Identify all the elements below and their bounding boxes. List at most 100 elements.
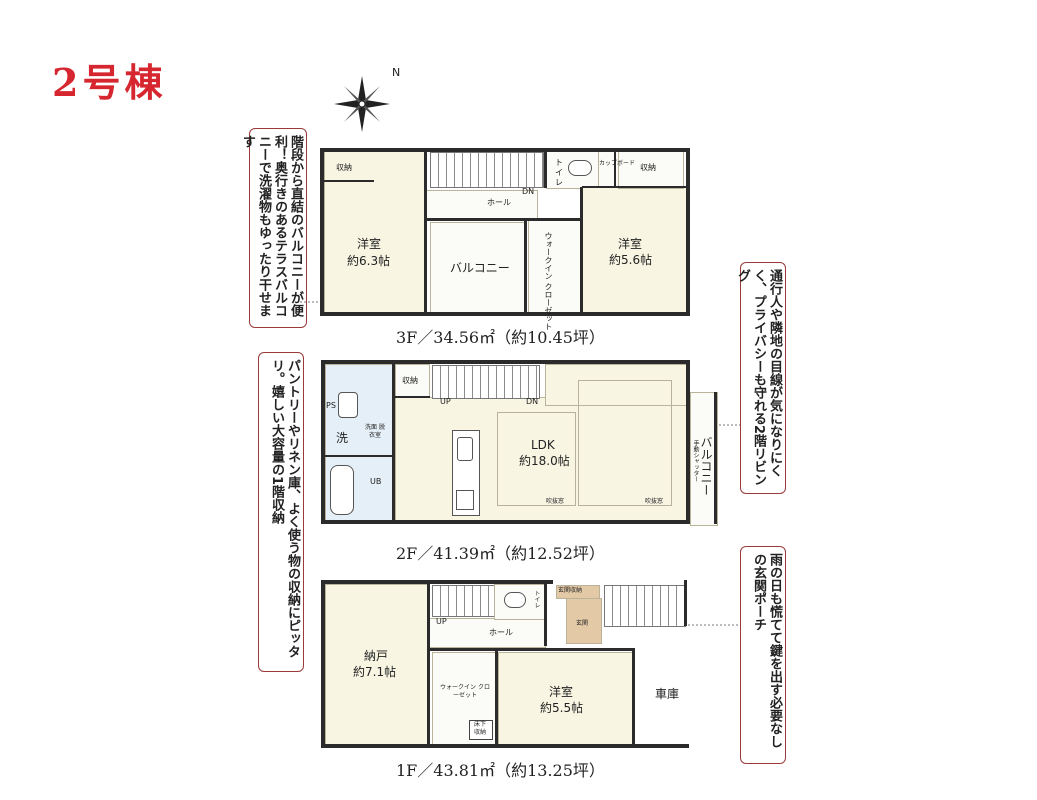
f2-stove-icon xyxy=(456,490,474,510)
f3-cupboard-label: カップボード xyxy=(599,160,636,167)
callout-floor2: 通行人や隣地の目線が気になりにくく、プライバシーも守れる2階リビング xyxy=(735,262,786,494)
f1-wall-inner5 xyxy=(544,584,547,646)
f1-up-label: UP xyxy=(436,617,447,626)
f3-area-label: 3F／34.56㎡（約10.45坪） xyxy=(396,328,605,347)
f2-washbasin-icon xyxy=(338,392,358,418)
f3-hall xyxy=(424,190,538,220)
f2-wall-bath xyxy=(392,364,395,520)
f1-entrance-label: 玄関 xyxy=(576,620,589,627)
f3-toilet-icon xyxy=(568,160,592,176)
f2-wall-left xyxy=(321,360,325,524)
f3-wall-left xyxy=(320,148,324,316)
f1-western-label: 洋室 xyxy=(549,685,574,699)
f1-toilet-icon xyxy=(504,592,526,608)
f1-storeroom-size: 約7.1帖 xyxy=(353,665,397,679)
f1-storeroom xyxy=(325,584,429,746)
f2-ps-label: PS xyxy=(326,401,336,410)
f2-ub-label: UB xyxy=(370,477,382,486)
f1-entrance xyxy=(566,598,602,644)
f3-wall-inner6 xyxy=(582,186,686,188)
f1-wall-bottom xyxy=(321,744,689,748)
f2-up-label: UP xyxy=(440,397,451,406)
f3-dn-label: DN xyxy=(522,187,535,196)
f3-toilet-label: トイレ xyxy=(555,158,563,187)
f1-underfloor-label: 床下 収納 xyxy=(473,721,486,736)
f2-wall-top xyxy=(321,360,690,364)
f3-wall-inner7 xyxy=(324,180,374,182)
f1-garage-label: 車庫 xyxy=(655,687,680,701)
f1-wall-inner4 xyxy=(632,648,635,744)
f1-staircase xyxy=(432,585,496,617)
f1-wall-inner2 xyxy=(430,648,634,651)
f2-window-a-label: 吹抜窓 xyxy=(546,498,565,505)
f3-walkin xyxy=(528,218,582,316)
f2-sink-icon xyxy=(457,437,473,461)
f3-storage-right-label: 収納 xyxy=(640,163,656,172)
callout-porch-text: 雨の日も慌てて鍵を出す必要なしの玄関ポーチ xyxy=(751,553,782,748)
f2-window-b-frame xyxy=(578,380,672,506)
f2-ldk-size: 約18.0帖 xyxy=(519,454,570,468)
f2-balcony-label: バルコニー xyxy=(699,436,713,496)
f3-western-right-label: 洋室 xyxy=(618,237,643,251)
f1-wall-inner1 xyxy=(427,584,430,744)
f1-western-size: 約5.5帖 xyxy=(540,701,584,715)
f1-toilet-label: トイレ xyxy=(533,590,540,608)
f2-wall-bottom xyxy=(321,520,690,524)
f1-hall xyxy=(428,618,546,648)
callout-pantry: パントリーやリネン庫、よく使う物の収納にピッタリ。嬉しい大容量の1階収納 xyxy=(258,352,304,672)
f3-cupboard xyxy=(598,151,620,189)
f2-storage xyxy=(395,364,430,399)
f3-hall-label: ホール xyxy=(487,198,511,207)
compass-rose-icon xyxy=(334,76,390,132)
f2-laundry-label: 洗 xyxy=(336,431,349,445)
callout-floor3: 階段から直結のバルコニーが便利！奥行きのあるテラスバルコニーで洗濯物もゆったり干… xyxy=(240,128,307,328)
f1-underfloor-box xyxy=(469,720,493,740)
callout-floor3-leader xyxy=(300,301,320,303)
f2-storage-label: 収納 xyxy=(402,376,418,385)
f3-western-left-label: 洋室 xyxy=(357,237,382,251)
f1-area-label: 1F／43.81㎡（約13.25坪） xyxy=(396,761,605,780)
f1-wall-porch-right xyxy=(684,580,687,626)
f3-wall-inner5 xyxy=(544,152,547,188)
f3-western-right-size: 約5.6帖 xyxy=(609,253,653,267)
callout-floor3-text: 階段から直結のバルコニーが便利！奥行きのあるテラスバルコニーで洗濯物もゆったり干… xyxy=(240,135,303,317)
f3-wall-inner1 xyxy=(424,152,427,312)
f3-wall-inner8 xyxy=(614,152,616,187)
f1-wall-top xyxy=(321,580,553,584)
f2-ldk xyxy=(395,397,687,521)
f1-porch-steps xyxy=(604,585,686,627)
f3-western-left-size: 約6.3帖 xyxy=(347,254,391,268)
f1-wall-inner3 xyxy=(495,651,498,744)
callout-pantry-text: パントリーやリネン庫、よく使う物の収納にピッタリ。嬉しい大容量の1階収納 xyxy=(269,359,300,658)
f2-shutter-label: 手動シャッター xyxy=(692,440,699,482)
f3-wall-bottom xyxy=(320,312,690,316)
f2-staircase xyxy=(432,365,540,399)
f3-western-left xyxy=(324,151,426,313)
f3-storage-left-label: 収納 xyxy=(336,163,352,172)
f1-wall-left xyxy=(321,580,325,748)
f3-wall-right xyxy=(686,148,690,316)
f2-area-label: 2F／41.39㎡（約12.52坪） xyxy=(396,544,605,563)
f2-window-b-label: 吹抜窓 xyxy=(645,498,664,505)
f2-balcony-rail xyxy=(714,392,717,524)
f3-wall-inner4 xyxy=(580,187,583,314)
building-title: 2号棟 xyxy=(52,60,167,105)
f3-wall-inner2 xyxy=(424,218,582,221)
f3-balcony-label: バルコニー xyxy=(450,261,510,275)
f2-balcony xyxy=(690,392,718,526)
f2-bathtub-icon xyxy=(330,465,354,515)
f1-entrance-storage-label: 玄関収納 xyxy=(558,587,583,594)
f2-wall-right xyxy=(686,360,690,524)
f2-wall-bath-h1 xyxy=(325,455,392,457)
f3-wall-top xyxy=(320,148,690,152)
f3-staircase xyxy=(430,152,544,188)
f1-walkin-label: ウォークイン クローゼット xyxy=(440,684,490,699)
f3-walkin-label: ウォークイン クローゼット xyxy=(544,232,553,331)
f1-storeroom-label: 納戸 xyxy=(364,649,389,663)
f1-western xyxy=(498,652,634,746)
f3-wall-inner3 xyxy=(524,218,527,314)
callout-floor2-text: 通行人や隣地の目線が気になりにくく、プライバシーも守れる2階リビング xyxy=(735,269,782,487)
f2-ldk-label: LDK xyxy=(531,438,555,452)
compass-north-label: N xyxy=(392,66,401,79)
f2-ldk-right xyxy=(545,364,687,406)
